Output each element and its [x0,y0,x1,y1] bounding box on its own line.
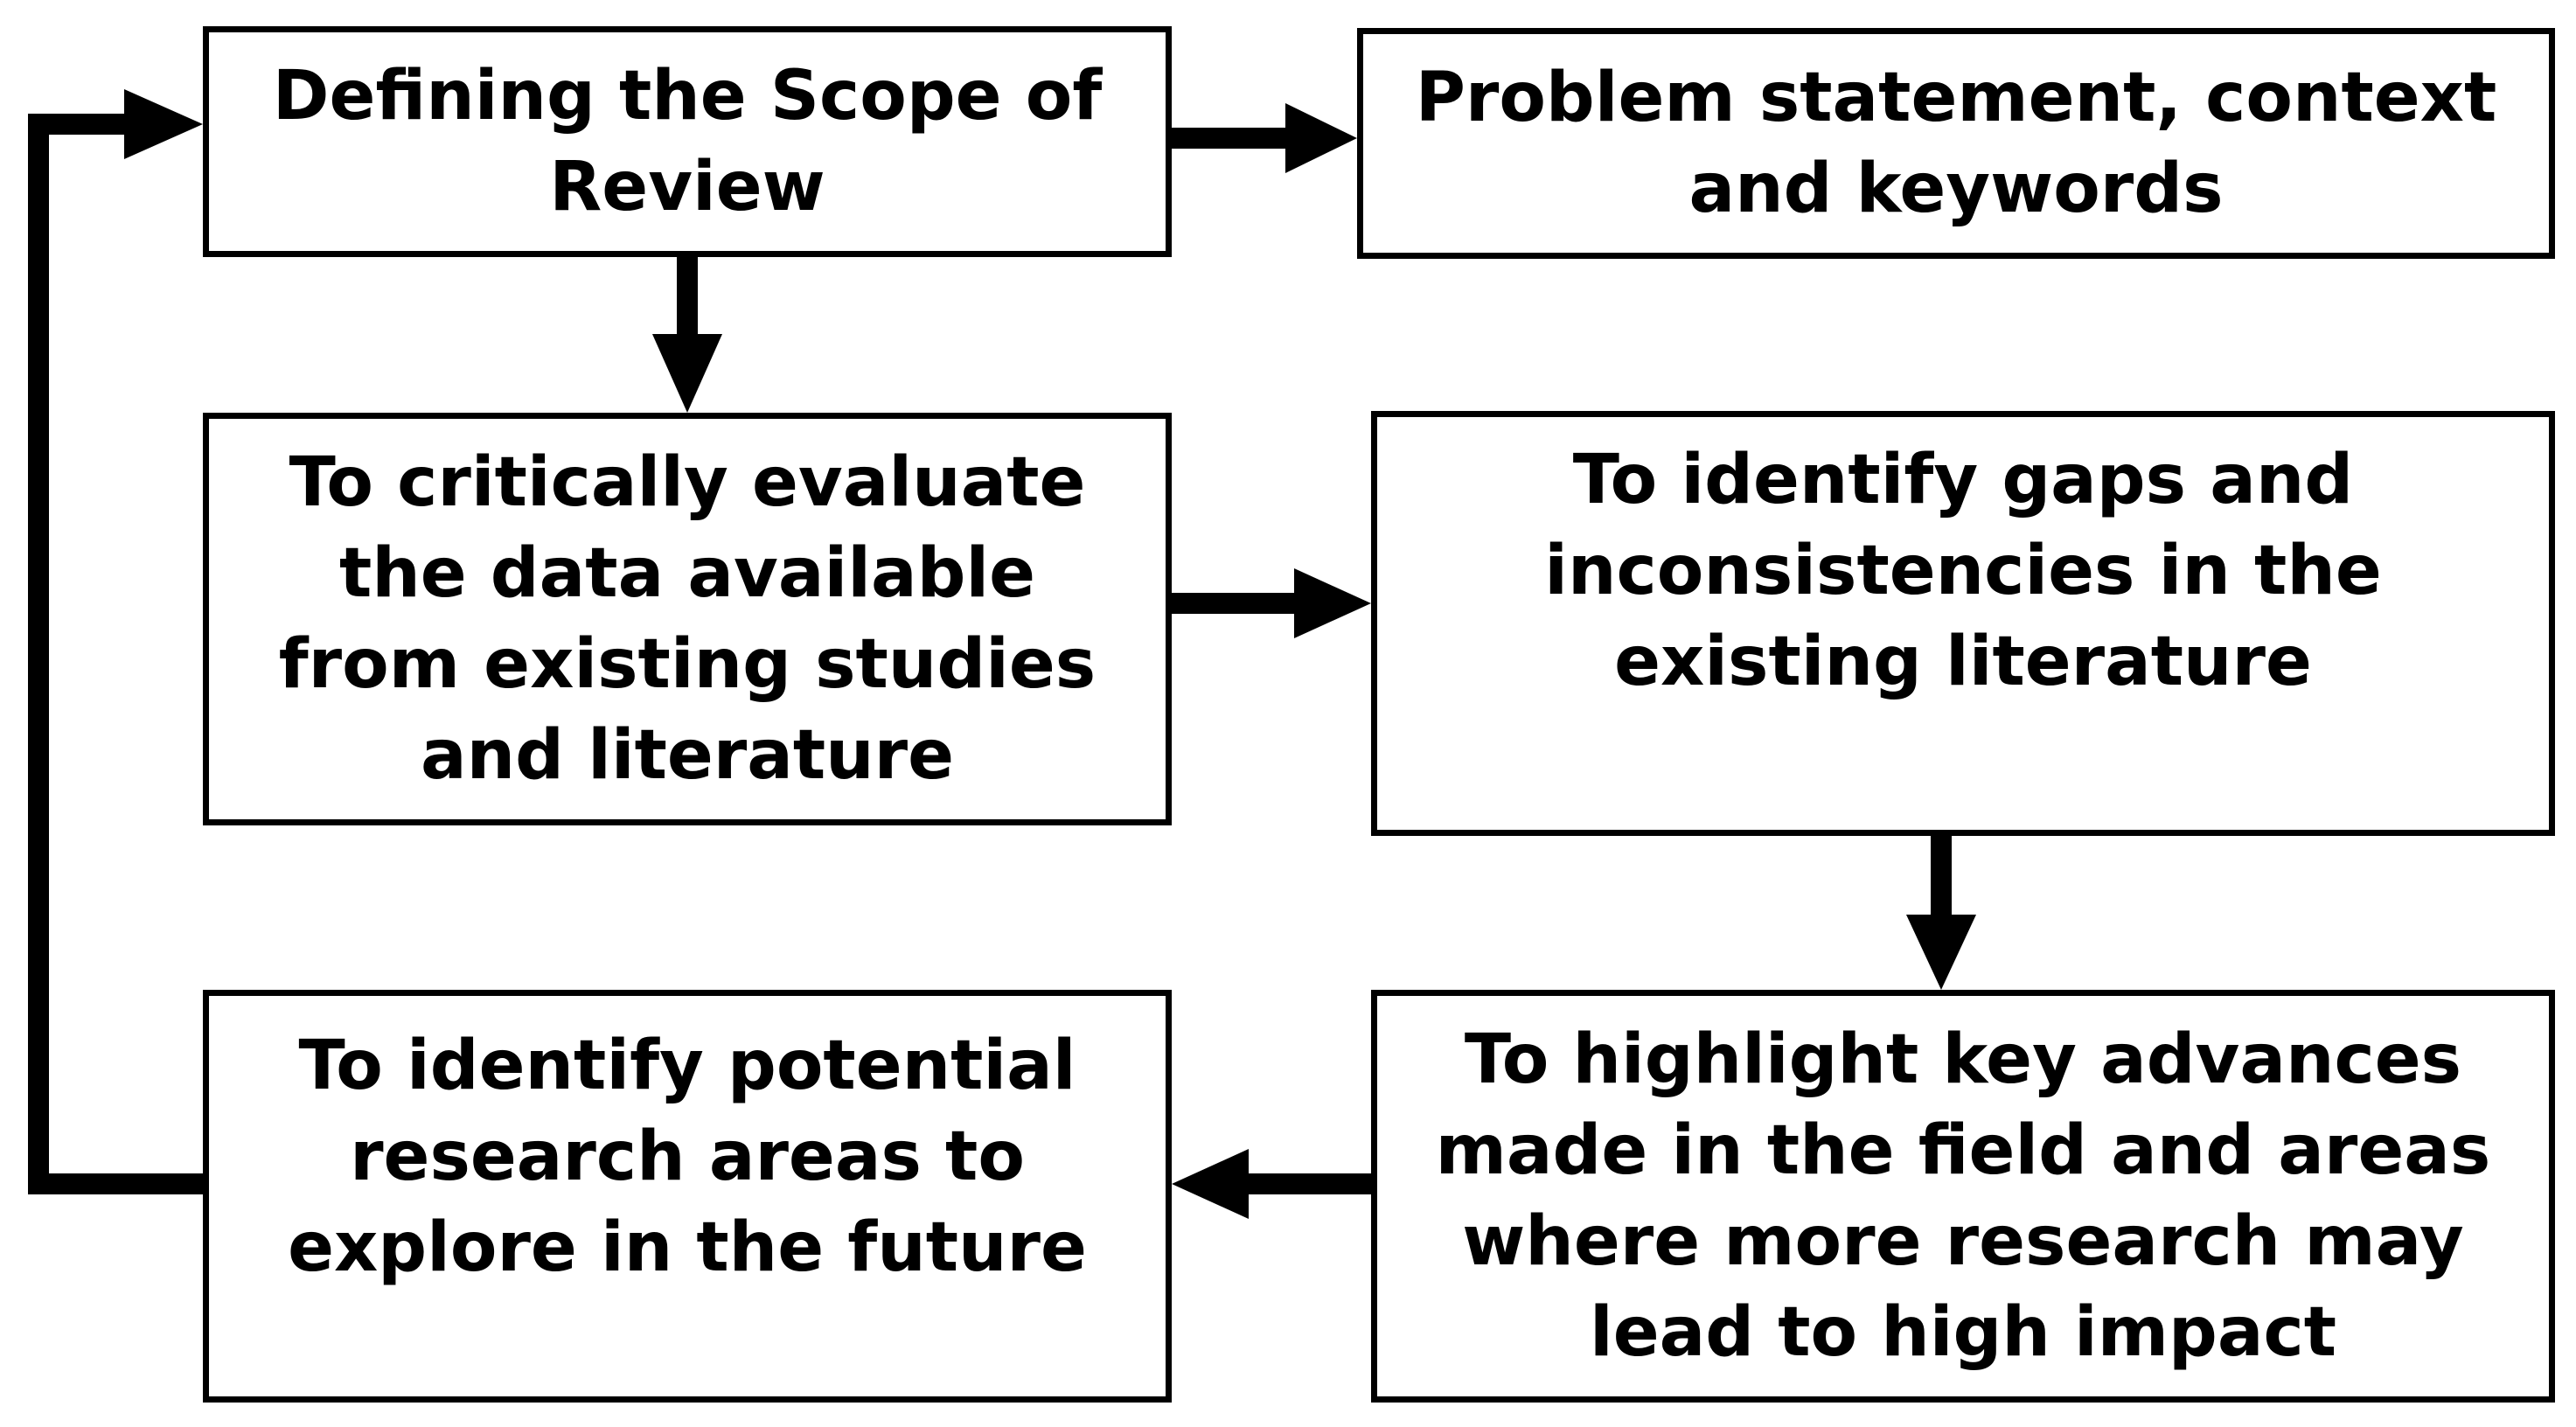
box-critically-evaluate: To critically evaluate the data availabl… [203,413,1172,825]
box-highlight-key-advances-text: To highlight key advances made in the fi… [1435,1020,2491,1372]
box-problem-statement-text: Problem statement, context and keywords [1415,59,2497,228]
box-identify-gaps: To identify gaps and inconsistencies in … [1371,411,2555,836]
box-critically-evaluate-text: To critically evaluate the data availabl… [278,443,1097,795]
arrow-gaps-to-advances [1906,836,1976,990]
box-defining-scope-text: Defining the Scope of Review [272,57,1103,226]
box-identify-gaps-text: To identify gaps and inconsistencies in … [1544,441,2382,701]
arrow-advances-to-potential [1172,1149,1371,1219]
box-defining-scope: Defining the Scope of Review [203,26,1172,257]
arrow-potential-to-scope-loop [28,89,203,1194]
box-potential-research-areas-text: To identify potential research areas to … [288,1027,1087,1287]
arrow-scope-to-evaluate [652,257,722,413]
box-highlight-key-advances: To highlight key advances made in the fi… [1371,990,2555,1403]
arrow-scope-to-problem [1172,103,1357,173]
arrow-evaluate-to-gaps [1172,568,1371,638]
box-potential-research-areas: To identify potential research areas to … [203,990,1172,1403]
box-problem-statement: Problem statement, context and keywords [1357,28,2555,259]
